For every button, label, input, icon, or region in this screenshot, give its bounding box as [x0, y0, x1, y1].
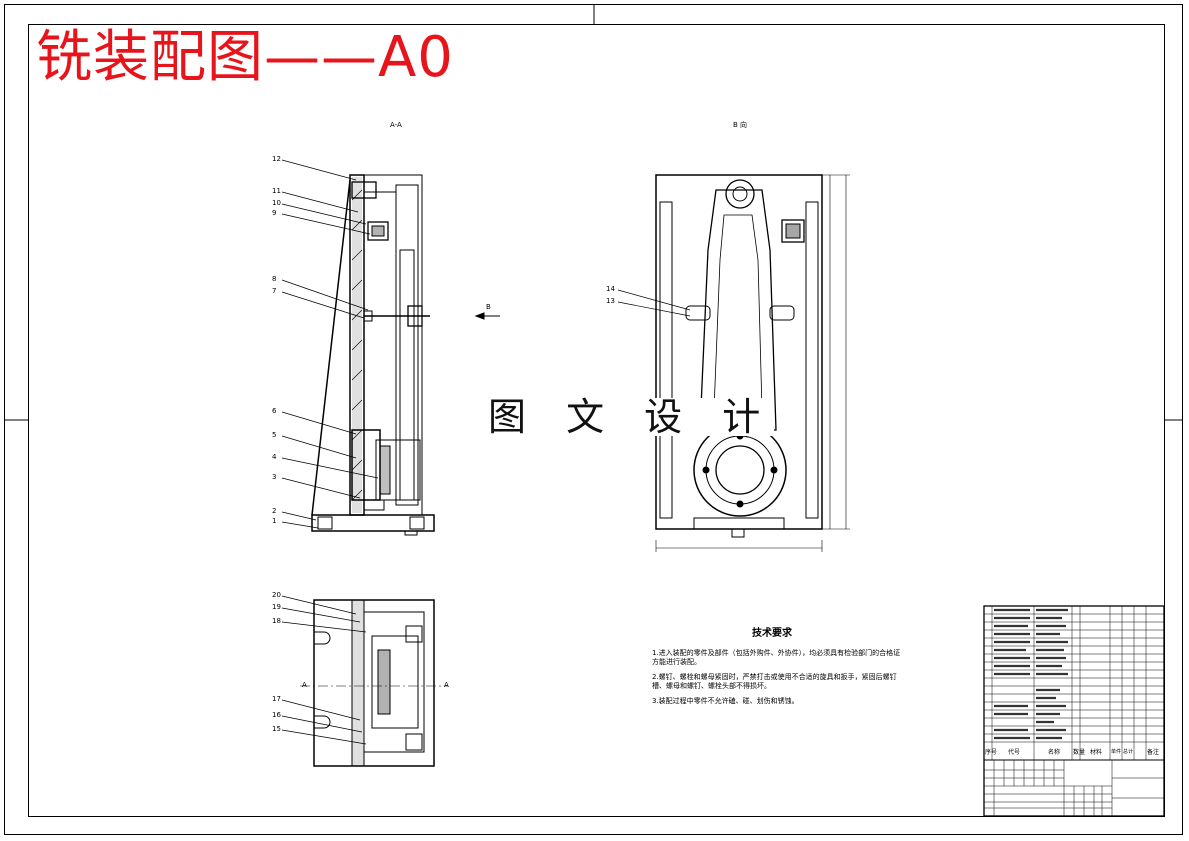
view-arrow-label: B: [486, 303, 491, 311]
callout-14: 14: [606, 285, 615, 293]
bom-header-material: 材料: [1090, 749, 1103, 756]
bom-header-total: 总计: [1123, 749, 1134, 755]
technical-requirements: 技术要求 1.进入装配的零件及部件（包括外购件、外协件），均必须具有检验部门的合…: [652, 624, 902, 712]
callout-9: 9: [272, 209, 277, 217]
callout-11: 11: [272, 187, 281, 195]
callout-12: 12: [272, 155, 281, 163]
callout-16: 16: [272, 711, 281, 719]
callout-19: 19: [272, 603, 281, 611]
bom-header-remark: 备注: [1147, 749, 1160, 756]
watermark-text: 图 文 设 计: [488, 395, 775, 439]
section-mark-right: A: [444, 681, 449, 689]
tech-item-1: 1.进入装配的零件及部件（包括外购件、外协件），均必须具有检验部门的合格证方能进…: [652, 649, 901, 667]
section-view-label: A-A: [390, 121, 402, 129]
bom-header-name: 名称: [1048, 749, 1061, 756]
bom-header-no: 序号: [985, 749, 998, 756]
callout-13: 13: [606, 297, 615, 305]
callout-20: 20: [272, 591, 281, 599]
direction-view-label: B 向: [733, 121, 748, 129]
callout-4: 4: [272, 453, 277, 461]
view-b: [617, 174, 850, 552]
callout-2: 2: [272, 507, 277, 515]
tech-item-3: 3.装配过程中零件不允许磕、碰、划伤和锈蚀。: [652, 697, 799, 706]
callout-5: 5: [272, 431, 277, 439]
callout-10: 10: [272, 199, 281, 207]
tech-item-2: 2.螺钉、螺栓和螺母紧固时，严禁打击或使用不合适的旋具和扳手，紧固后螺钉槽、螺母…: [652, 673, 897, 691]
callout-17: 17: [272, 695, 281, 703]
callout-15: 15: [272, 725, 281, 733]
section-mark-left: A: [302, 681, 307, 689]
callout-8: 8: [272, 275, 277, 283]
bom-header-qty: 数量: [1073, 749, 1086, 756]
callout-6: 6: [272, 407, 277, 415]
callout-3: 3: [272, 473, 277, 481]
title-block: [983, 605, 1165, 817]
section-view-aa: [281, 159, 500, 536]
drawing-title: 铣装配图——A0: [36, 25, 454, 90]
callout-18: 18: [272, 617, 281, 625]
callout-1: 1: [272, 517, 277, 525]
callout-7: 7: [272, 287, 277, 295]
tech-heading: 技术要求: [752, 628, 792, 639]
bom-header-code: 代号: [1008, 749, 1021, 756]
bom-header-unit: 单件: [1111, 749, 1122, 755]
inner-frame: [28, 24, 1165, 817]
lower-view: [281, 595, 448, 767]
